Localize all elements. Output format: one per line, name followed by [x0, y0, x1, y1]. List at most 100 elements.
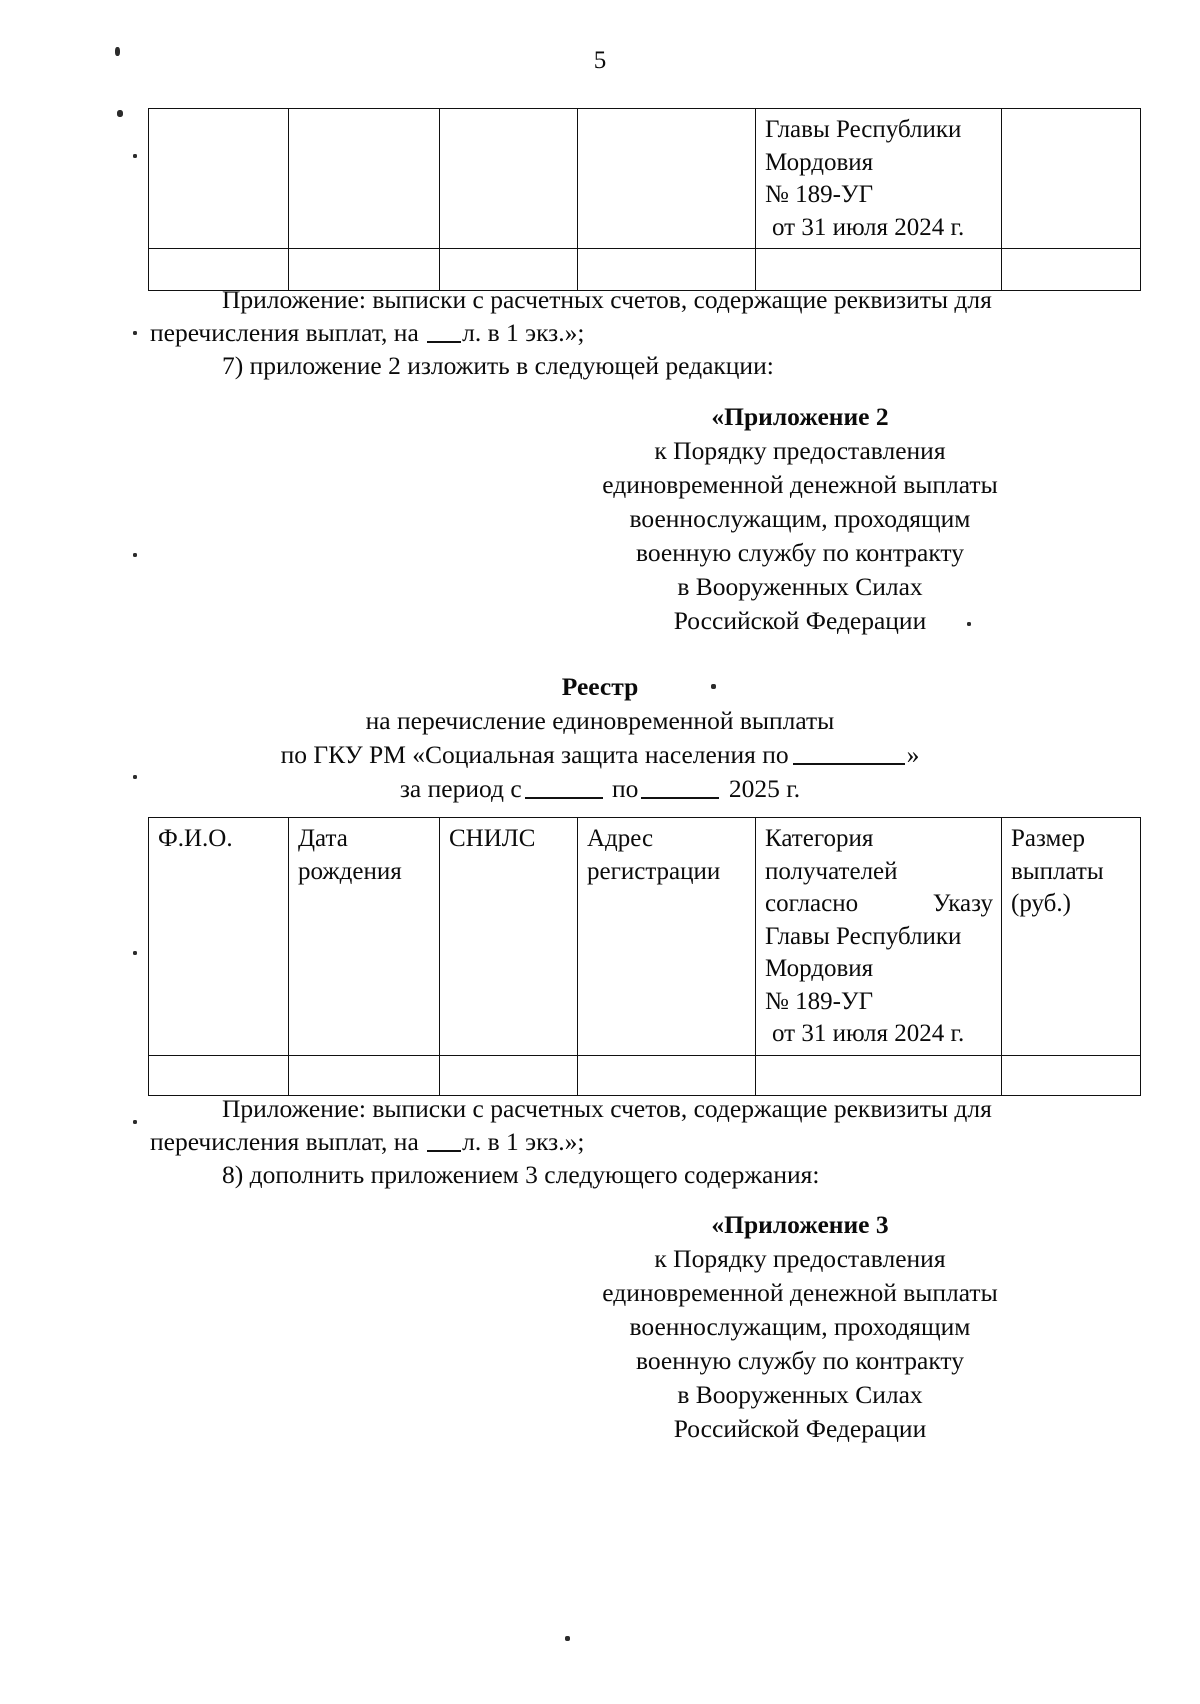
scan-speck	[133, 1120, 137, 1124]
page-number: 5	[593, 47, 607, 74]
annex-2-line-5: в Вооруженных Силах	[677, 572, 923, 601]
cell-dob	[288, 108, 440, 249]
annex-2-line-4: военную службу по контракту	[636, 538, 964, 567]
cell-dob	[288, 1054, 440, 1096]
table-row: Главы Республики Мордовия № 189-УГ от 31…	[148, 108, 1141, 249]
cell-fio	[148, 248, 289, 291]
attachment-note-2-line1: Приложение: выписки с расчетных счетов, …	[222, 1094, 992, 1123]
header-category-line-7: от 31 июля 2024 г.	[772, 1020, 965, 1047]
item-8-text: 8) дополнить приложением 3 следующего со…	[222, 1160, 820, 1189]
annex-2-line-3: военнослужащим, проходящим	[629, 504, 971, 533]
registry-title: Реестр	[561, 672, 639, 701]
header-fio-text: Ф.И.О.	[158, 825, 233, 852]
header-category-line-3b: Указу	[932, 890, 993, 917]
fill-blank-period-to[interactable]	[641, 778, 720, 799]
cell-snils	[439, 108, 578, 249]
cell-address	[577, 1054, 756, 1096]
annex-3-line-5: в Вооруженных Силах	[677, 1380, 923, 1409]
continued-table: Главы Республики Мордовия № 189-УГ от 31…	[148, 108, 1141, 291]
fill-blank-district[interactable]	[792, 744, 905, 765]
scan-speck	[133, 775, 137, 779]
cell-address	[577, 108, 756, 249]
header-category: Категория получателей согласно Указу Гла…	[755, 817, 1002, 1056]
cell-address	[577, 248, 756, 291]
annex-2-title: «Приложение 2	[711, 402, 889, 431]
annex-3-line-6: Российской Федерации	[673, 1414, 927, 1443]
header-category-line-6: № 189-УГ	[765, 987, 874, 1015]
registry-table: Ф.И.О. Дата рождения СНИЛС Адрес регистр…	[148, 817, 1141, 1096]
annex-2-line-6: Российской Федерации	[673, 606, 927, 635]
table-row	[148, 248, 1141, 291]
header-category-line-5: Мордовия	[765, 955, 874, 982]
attachment-note-1-line2-suffix: л. в 1 экз.»;	[462, 318, 585, 347]
annex-2-line-1: к Порядку предоставления	[654, 436, 946, 465]
annex-3-line-3: военнослужащим, проходящим	[629, 1312, 971, 1341]
registry-org-text: по ГКУ РМ «Социальная защита населения п…	[280, 740, 789, 769]
header-category-line-4: Главы Республики	[765, 922, 962, 950]
header-amount: Размер выплаты (руб.)	[1001, 817, 1141, 1056]
table-row	[148, 1054, 1141, 1096]
category-line-4: от 31 июля 2024 г.	[772, 213, 965, 241]
attachment-note-2-line2-suffix: л. в 1 экз.»;	[462, 1127, 585, 1156]
item-8-paragraph: 8) дополнить приложением 3 следующего со…	[150, 1158, 1050, 1191]
cell-fio	[148, 108, 289, 249]
header-amount-line-2: выплаты	[1011, 857, 1104, 885]
header-amount-line-3: (руб.)	[1011, 890, 1071, 917]
period-prefix: за период с	[399, 774, 522, 803]
attachment-note-1-line2-prefix: перечисления выплат, на	[150, 318, 426, 347]
scan-speck	[117, 110, 123, 117]
registry-org-close-quote: »	[906, 740, 920, 769]
item-7-text: 7) приложение 2 изложить в следующей ред…	[222, 351, 774, 380]
header-dob-line-1: Дата	[298, 825, 348, 852]
cell-amount	[1001, 1054, 1141, 1096]
category-line-3: № 189-УГ	[765, 181, 874, 208]
cell-fio	[148, 1054, 289, 1096]
period-middle: по	[612, 774, 639, 803]
fill-blank-period-from[interactable]	[524, 778, 603, 799]
cell-amount	[1001, 108, 1141, 249]
annex-3-block: «Приложение 3 к Порядку предоставления е…	[550, 1208, 1050, 1446]
scan-speck	[133, 331, 137, 335]
registry-heading: Реестр на перечисление единовременной вы…	[0, 670, 1200, 806]
category-line-1: Главы Республики	[765, 116, 962, 143]
annex-3-line-1: к Порядку предоставления	[654, 1244, 946, 1273]
header-address: Адрес регистрации	[577, 817, 756, 1056]
header-amount-line-1: Размер	[1011, 825, 1085, 852]
cell-snils	[439, 1054, 578, 1096]
cell-snils	[439, 248, 578, 291]
annex-2-line-2: единовременной денежной выплаты	[602, 470, 998, 499]
annex-2-block: «Приложение 2 к Порядку предоставления е…	[550, 400, 1050, 638]
scan-speck	[133, 951, 137, 955]
attachment-note-1-line1: Приложение: выписки с расчетных счетов, …	[222, 285, 992, 314]
table-header-row: Ф.И.О. Дата рождения СНИЛС Адрес регистр…	[148, 817, 1141, 1056]
header-category-line-1: Категория	[765, 825, 874, 852]
header-address-line-1: Адрес	[587, 825, 654, 852]
registry-subtitle: на перечисление единовременной выплаты	[365, 706, 835, 735]
fill-blank-sheets[interactable]	[427, 321, 462, 343]
attachment-note-1: Приложение: выписки с расчетных счетов, …	[150, 283, 1050, 349]
scan-speck	[115, 47, 120, 56]
annex-3-line-2: единовременной денежной выплаты	[602, 1278, 998, 1307]
period-suffix: 2025 г.	[728, 774, 801, 803]
header-fio: Ф.И.О.	[148, 817, 289, 1056]
header-snils: СНИЛС	[439, 817, 578, 1056]
cell-category	[755, 248, 1002, 291]
header-dob-line-2: рождения	[298, 857, 402, 885]
header-category-line-3: согласно Указу	[765, 888, 993, 921]
cell-category	[755, 1054, 1002, 1096]
header-category-line-3a: согласно	[765, 890, 859, 917]
header-address-line-2: регистрации	[587, 857, 721, 885]
attachment-note-2-line2-prefix: перечисления выплат, на	[150, 1127, 426, 1156]
fill-blank-sheets[interactable]	[427, 1130, 462, 1152]
header-dob: Дата рождения	[288, 817, 440, 1056]
scan-speck	[565, 1636, 570, 1641]
cell-amount	[1001, 248, 1141, 291]
header-snils-text: СНИЛС	[449, 825, 536, 852]
annex-3-title: «Приложение 3	[711, 1210, 889, 1239]
cell-category: Главы Республики Мордовия № 189-УГ от 31…	[755, 108, 1002, 249]
category-line-2: Мордовия	[765, 148, 874, 176]
item-7-paragraph: 7) приложение 2 изложить в следующей ред…	[150, 349, 1050, 382]
scan-speck	[133, 154, 137, 158]
scan-speck	[133, 553, 137, 557]
